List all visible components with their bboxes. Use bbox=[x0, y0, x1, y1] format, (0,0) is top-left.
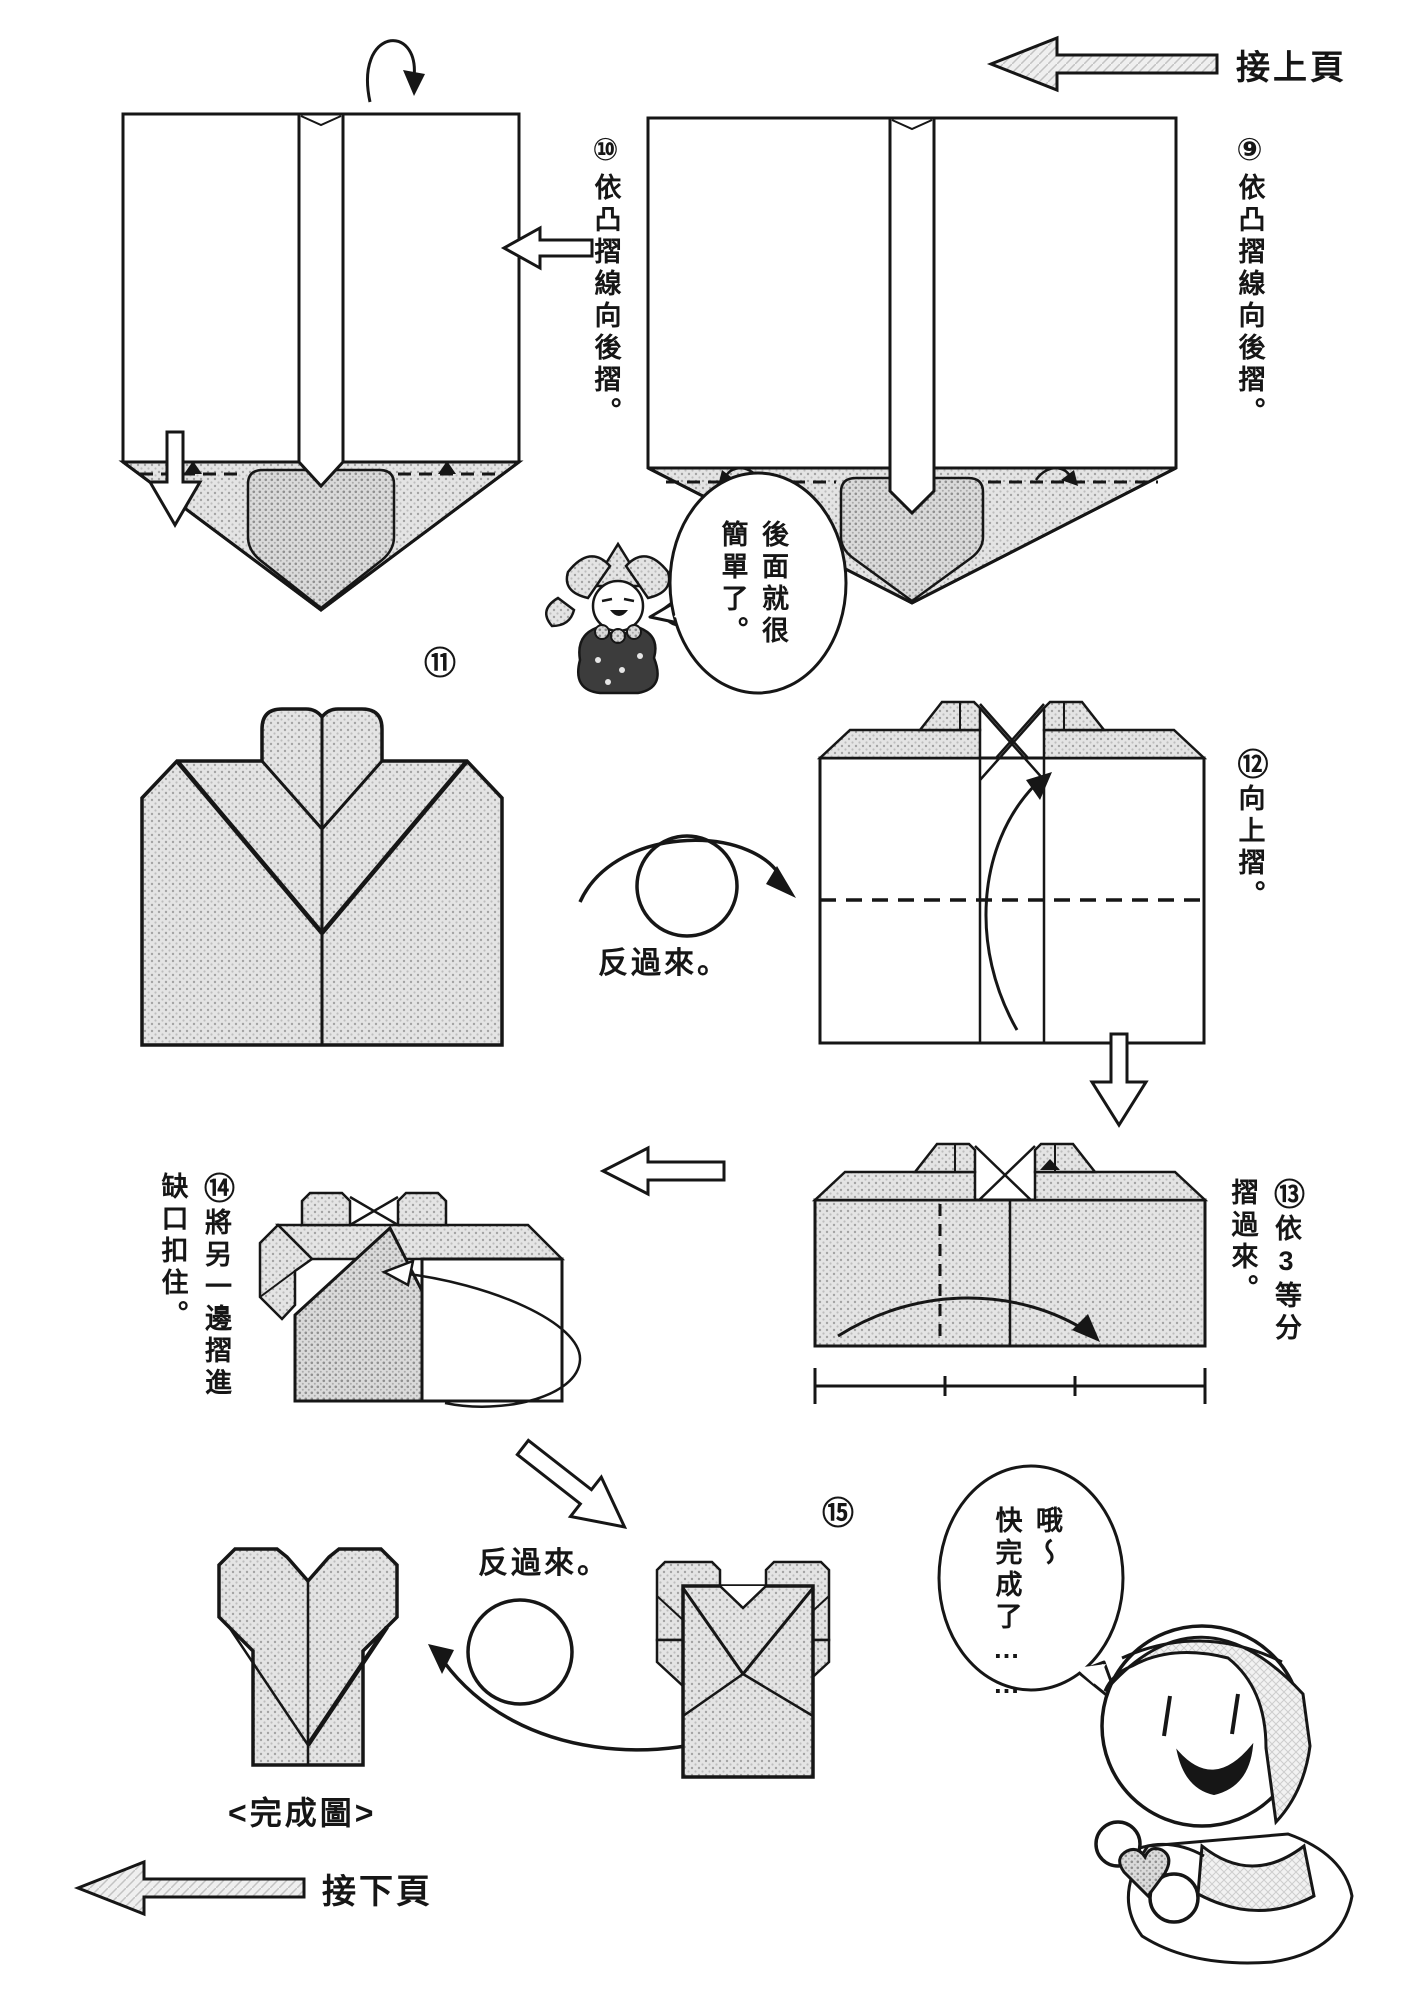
step-10-figure bbox=[118, 39, 524, 612]
step-13-figure bbox=[811, 1142, 1209, 1404]
helper-speech-text: 後面就很 簡單了。 bbox=[717, 520, 789, 648]
step-9-annotation: ⑨依凸摺線向後摺。 bbox=[1226, 132, 1313, 462]
left-arrow-icon-2 bbox=[599, 1145, 726, 1197]
step-12-figure bbox=[816, 700, 1208, 1045]
step-14-annotation: ⑭將另一邊摺進 缺口扣住。 bbox=[152, 1172, 280, 1452]
step-11-figure bbox=[140, 707, 504, 1047]
step-14-figure bbox=[258, 1191, 582, 1408]
step-12-instruction: 向上摺。 bbox=[1234, 784, 1265, 912]
flip-over-icon-1 bbox=[578, 834, 796, 938]
step-12-number: ⑫ bbox=[1232, 748, 1268, 784]
step-10-instruction: 依凸摺線向後摺。 bbox=[590, 173, 621, 429]
flip-over-label-2: 反過來。 bbox=[478, 1547, 610, 1580]
down-arrow-icon-2 bbox=[1089, 1032, 1149, 1128]
step-13-instruction: 依3等分 摺過來。 bbox=[1227, 1178, 1302, 1345]
diagonal-arrow-icon bbox=[515, 1438, 628, 1529]
step-15-number: ⑮ bbox=[822, 1495, 855, 1531]
prev-page-label: 接上頁 bbox=[1236, 49, 1347, 87]
flip-over-label-1: 反過來。 bbox=[598, 947, 730, 980]
step-9-instruction: 依凸摺線向後摺。 bbox=[1234, 173, 1265, 429]
next-page-label: 接下頁 bbox=[322, 1873, 433, 1911]
left-arrow-icon bbox=[500, 225, 594, 271]
girl-speech-text: 哦～ 快完成了…… bbox=[991, 1506, 1063, 1704]
step-15-figure bbox=[655, 1560, 831, 1779]
step-13-annotation: ⑬依3等分 摺過來。 bbox=[1222, 1178, 1350, 1378]
finished-caption: <完成圖> bbox=[228, 1795, 377, 1831]
down-arrow-icon bbox=[147, 430, 203, 528]
step-12-annotation: ⑫向上摺。 bbox=[1226, 748, 1313, 968]
step-10-number: ⑩ bbox=[588, 132, 624, 173]
finished-heart-figure bbox=[217, 1547, 399, 1767]
step-14-instruction: 將另一邊摺進 缺口扣住。 bbox=[157, 1172, 232, 1400]
helper-character bbox=[545, 541, 691, 695]
step-10-annotation: ⑩依凸摺線向後摺。 bbox=[582, 132, 669, 462]
helper-speech-bubble bbox=[648, 471, 848, 695]
step-13-number: ⑬ bbox=[1269, 1178, 1304, 1214]
step-9-number: ⑨ bbox=[1232, 132, 1268, 173]
next-page-arrow-icon bbox=[73, 1859, 306, 1917]
step-11-number: ⑪ bbox=[424, 645, 457, 681]
girl-character bbox=[1094, 1624, 1354, 1965]
prev-page-arrow-icon bbox=[986, 35, 1219, 93]
step-14-number: ⑭ bbox=[199, 1172, 234, 1208]
